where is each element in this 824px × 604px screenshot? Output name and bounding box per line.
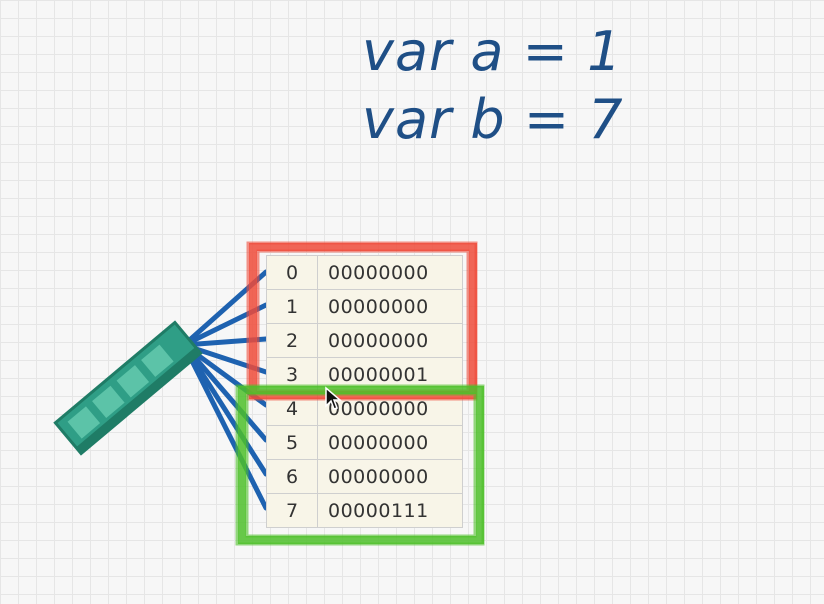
memory-address: 6 [266,459,318,494]
code-line-b: var b = 7 [362,88,624,151]
ram-chip-icon [53,320,203,456]
memory-value: 00000000 [317,425,463,460]
bus-lines [181,269,269,511]
memory-address: 0 [266,255,318,290]
memory-address: 7 [266,493,318,528]
code-block: var a = 1 var b = 7 [362,18,624,154]
memory-value: 00000111 [317,493,463,528]
memory-address: 3 [266,357,318,392]
mouse-cursor-icon [325,386,342,410]
memory-address: 4 [266,391,318,426]
memory-value: 00000000 [317,459,463,494]
memory-address: 1 [266,289,318,324]
memory-value: 00000000 [317,255,463,290]
memory-address: 2 [266,323,318,358]
code-line-a: var a = 1 [362,20,623,83]
memory-value: 00000000 [317,323,463,358]
memory-address: 5 [266,425,318,460]
memory-value: 00000000 [317,289,463,324]
